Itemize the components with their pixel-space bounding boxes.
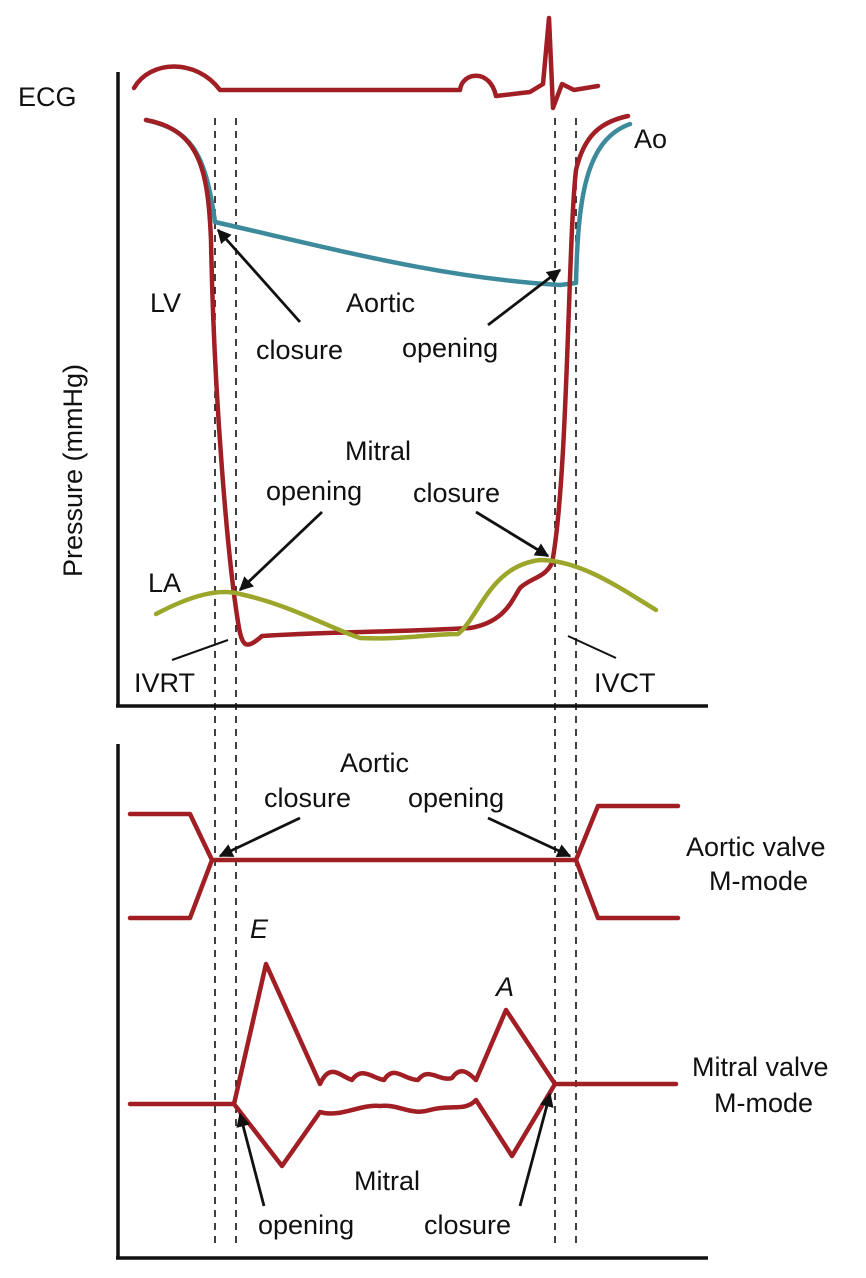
la-label: LA bbox=[148, 568, 181, 598]
mitral-opening-label: opening bbox=[266, 476, 362, 506]
ivct-pointer-line bbox=[567, 635, 617, 659]
aortic-valve-label-line2: M-mode bbox=[709, 866, 808, 896]
mitral-closure-label: closure bbox=[413, 478, 500, 508]
aortic-pressure-curve bbox=[143, 117, 633, 288]
ecg-label: ECG bbox=[18, 82, 77, 112]
pressure-panel: ECG Pressure (mmHg) LV Ao LA Aortic clos… bbox=[18, 15, 708, 1248]
mmode-aortic-closure-label: closure bbox=[264, 783, 351, 813]
mmode-mitral-title: Mitral bbox=[354, 1166, 420, 1196]
mitral-a-wave-label: A bbox=[494, 972, 514, 1002]
mitral-title: Mitral bbox=[345, 436, 411, 466]
aortic-valve-mmode-trace bbox=[127, 803, 681, 921]
aortic-opening-label: opening bbox=[402, 333, 498, 363]
aortic-title: Aortic bbox=[346, 288, 415, 318]
aortic-closure-arrow bbox=[216, 228, 302, 323]
pressure-axis-label: Pressure (mmHg) bbox=[58, 364, 88, 577]
mmode-mitral-opening-label: opening bbox=[258, 1210, 354, 1240]
mitral-closure-arrow bbox=[475, 510, 550, 558]
mmode-mitral-closure-arrow bbox=[518, 1092, 554, 1207]
mmode-panel: Aortic closure opening Aortic valve M-mo… bbox=[116, 744, 829, 1260]
mmode-mitral-opening-arrow bbox=[236, 1112, 266, 1207]
ecg-trace bbox=[131, 15, 601, 111]
ao-label: Ao bbox=[634, 124, 667, 154]
mmode-mitral-closure-label: closure bbox=[424, 1210, 511, 1240]
ivrt-label: IVRT bbox=[134, 668, 195, 698]
mmode-aortic-closure-arrow bbox=[218, 816, 301, 858]
mitral-valve-label-line2: M-mode bbox=[714, 1088, 813, 1118]
aortic-closure-label: closure bbox=[256, 335, 343, 365]
mitral-e-wave-label: E bbox=[250, 914, 269, 944]
ivrt-pointer-line bbox=[171, 639, 229, 661]
mitral-valve-mmode-trace bbox=[127, 961, 679, 1169]
mitral-valve-label-line1: Mitral valve bbox=[692, 1052, 829, 1082]
ivct-label: IVCT bbox=[594, 668, 656, 698]
la-pressure-curve bbox=[153, 557, 659, 641]
aortic-opening-arrow bbox=[487, 268, 562, 327]
lv-pressure-curve bbox=[143, 113, 631, 647]
aortic-valve-label-line1: Aortic valve bbox=[686, 832, 826, 862]
lv-label: LV bbox=[150, 288, 181, 318]
mitral-opening-arrow bbox=[238, 510, 323, 592]
mmode-aortic-opening-label: opening bbox=[408, 783, 504, 813]
mmode-aortic-opening-arrow bbox=[487, 816, 572, 858]
mmode-aortic-title: Aortic bbox=[340, 748, 409, 778]
